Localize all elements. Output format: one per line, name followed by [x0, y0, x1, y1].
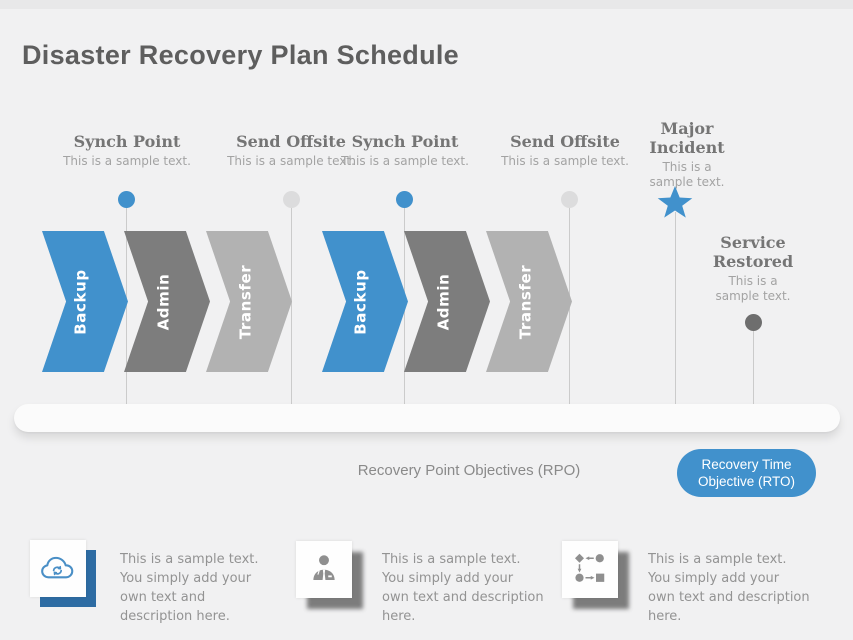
milestone-desc: This is a sample text.	[63, 154, 191, 168]
bottom-item-text: This is a sample text. You simply add yo…	[648, 552, 810, 624]
chevron-label: Transfer	[515, 264, 534, 339]
page-title: Disaster Recovery Plan Schedule	[22, 40, 460, 70]
milestone-synch-point-1: Synch Point This is a sample text.	[57, 132, 197, 169]
chevron-transfer-2: Transfer	[486, 231, 572, 372]
chevron-backup-2: Backup	[322, 231, 408, 372]
milestone-title: Service Restored	[712, 233, 794, 271]
admin-user-icon	[307, 551, 341, 589]
milestone-desc: This is a sample text.	[227, 154, 355, 168]
chevron-label: Transfer	[235, 264, 254, 339]
timeline-stem	[291, 205, 292, 405]
chevron-label: Backup	[351, 268, 370, 335]
chevron-label: Admin	[153, 273, 172, 330]
chevron-admin-1: Admin	[124, 231, 210, 372]
chevron-transfer-1: Transfer	[206, 231, 292, 372]
milestone-desc: This is a sample text.	[715, 274, 791, 303]
bottom-item-text: This is a sample text. You simply add yo…	[382, 552, 544, 624]
chevron-label: Admin	[433, 273, 452, 330]
milestone-title: Major Incident	[649, 119, 725, 157]
timeline-bar	[14, 404, 840, 432]
blue-dot-marker	[396, 191, 413, 208]
milestone-title: Synch Point	[73, 132, 181, 151]
milestone-major-incident: Major Incident This is a sample text.	[639, 119, 735, 190]
bottom-item-text: This is a sample text. You simply add yo…	[120, 552, 259, 624]
milestone-title: Send Offsite	[510, 132, 620, 151]
milestone-send-offsite-2: Send Offsite This is a sample text.	[495, 132, 635, 169]
milestone-synch-point-2: Synch Point This is a sample text.	[335, 132, 475, 169]
chevron-label: Backup	[71, 268, 90, 335]
milestone-send-offsite-1: Send Offsite This is a sample text.	[221, 132, 361, 169]
milestone-title: Synch Point	[351, 132, 459, 151]
process-flow-icon	[572, 550, 608, 590]
rto-pill[interactable]: Recovery Time Objective (RTO)	[677, 449, 816, 497]
milestone-service-restored: Service Restored This is a sample text.	[705, 233, 801, 304]
light-dot-marker	[283, 191, 300, 208]
milestone-desc: This is a sample text.	[341, 154, 469, 168]
light-dot-marker	[561, 191, 578, 208]
top-strip	[0, 0, 853, 9]
milestone-desc: This is a sample text.	[501, 154, 629, 168]
admin-card[interactable]	[296, 541, 352, 598]
cloud-sync-icon	[39, 551, 77, 587]
cloud-card[interactable]	[30, 540, 86, 597]
flow-card[interactable]	[562, 541, 618, 598]
milestone-desc: This is a sample text.	[649, 160, 725, 189]
blue-dot-marker	[118, 191, 135, 208]
timeline-stem	[753, 328, 754, 405]
timeline-stem	[675, 212, 676, 405]
milestone-title: Send Offsite	[236, 132, 346, 151]
chevron-backup-1: Backup	[42, 231, 128, 372]
chevron-admin-2: Admin	[404, 231, 490, 372]
rpo-label: Recovery Point Objectives (RPO)	[357, 462, 581, 479]
dark-dot-marker	[745, 314, 762, 331]
